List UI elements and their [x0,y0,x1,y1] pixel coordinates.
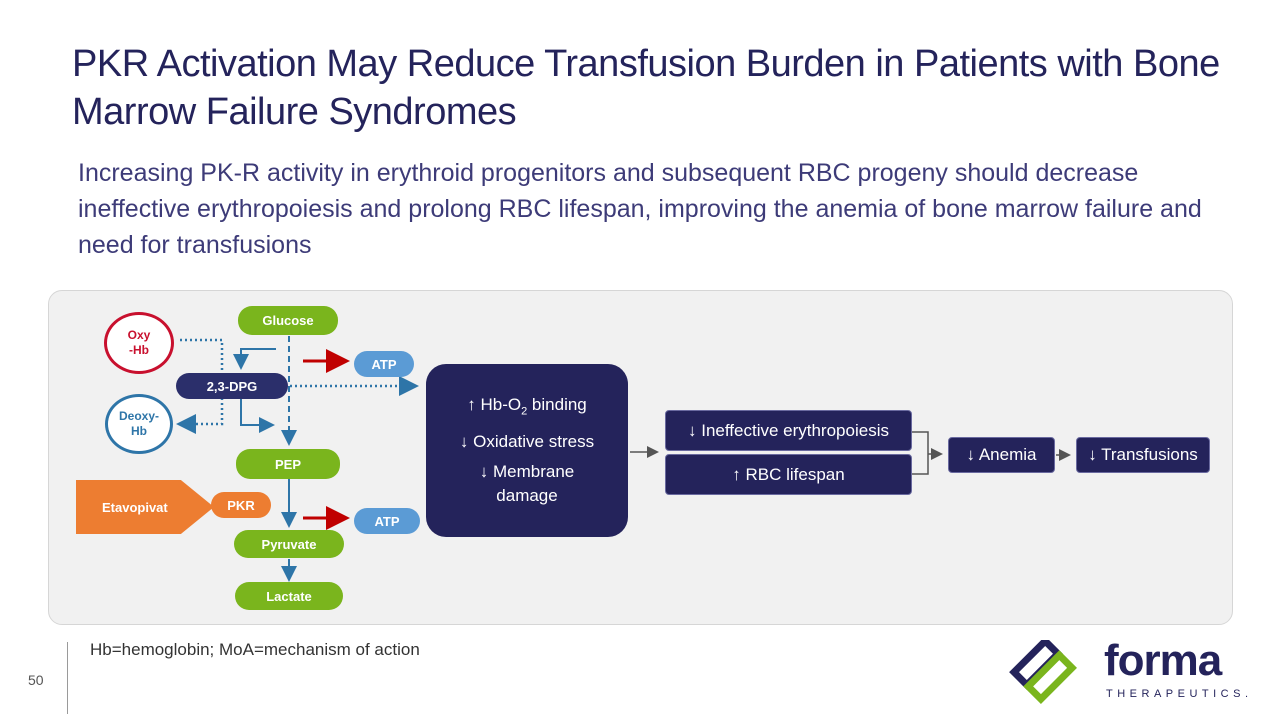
slide-subtitle: Increasing PK-R activity in erythroid pr… [78,159,1202,259]
membrane-damage-line: ↓ Membrane damage [479,461,575,505]
footer-divider [67,642,68,714]
page-number: 50 [28,672,44,688]
pkr-node: PKR [211,492,271,518]
oxy-hb-node: Oxy -Hb [104,312,174,374]
slide-title: PKR Activation May Reduce Transfusion Bu… [72,43,1220,133]
dpg-node: 2,3-DPG [176,373,288,399]
forma-logo-subtitle: THERAPEUTICS. [1106,688,1253,700]
rbc-lifespan-box: ↑ RBC lifespan [665,454,912,495]
pep-node: PEP [236,449,340,479]
lactate-node: Lactate [235,582,343,610]
transfusions-box: ↓ Transfusions [1076,437,1210,473]
etavopivat-label: Etavopivat [102,499,168,515]
hb-o2-binding-line: ↑ Hb-O2 binding [467,395,587,418]
atp-bottom-node: ATP [354,508,420,534]
forma-logo-mark-icon [1009,640,1077,704]
pyruvate-node: Pyruvate [234,530,344,558]
etavopivat-arrow: Etavopivat [76,480,214,534]
forma-logo: forma THERAPEUTICS. [1008,636,1248,710]
atp-top-node: ATP [354,351,414,377]
deoxy-hb-node: Deoxy- Hb [105,394,173,454]
anemia-box: ↓ Anemia [948,437,1055,473]
footnote: Hb=hemoglobin; MoA=mechanism of action [90,640,420,659]
oxidative-stress-line: ↓ Oxidative stress [459,431,595,451]
glucose-node: Glucose [238,306,338,335]
diagram-panel [48,290,1233,625]
forma-logo-word: forma [1104,636,1222,685]
rbc-effects-box: ↑ Hb-O2 binding ↓ Oxidative stress ↓ Mem… [426,364,628,537]
ineffective-erythropoiesis-box: ↓ Ineffective erythropoiesis [665,410,912,451]
